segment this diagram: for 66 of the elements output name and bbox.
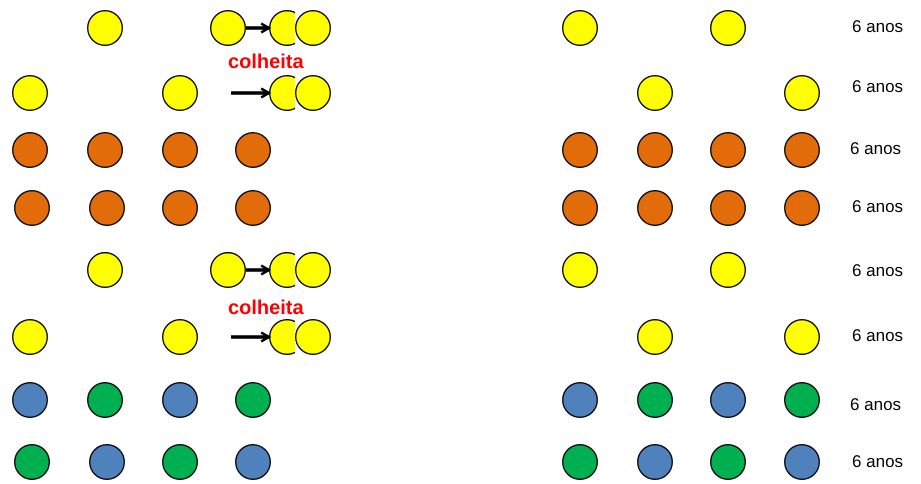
circle-symbol [87, 382, 123, 418]
circle-symbol [162, 190, 198, 226]
circle-symbol [562, 10, 598, 46]
circle-symbol [89, 190, 125, 226]
circle-symbol [162, 132, 198, 168]
circle-symbol [637, 190, 673, 226]
circle-symbol [710, 132, 746, 168]
circle-symbol [295, 252, 331, 288]
age-label: 6 anos [850, 139, 902, 159]
arrow [231, 87, 270, 99]
age-label: 6 anos [852, 197, 904, 217]
arrow [231, 331, 270, 343]
circle-symbol [235, 132, 271, 168]
age-label: 6 anos [852, 326, 904, 346]
circle-symbol [784, 132, 820, 168]
circle-symbol [784, 444, 820, 480]
circle-symbol [235, 190, 271, 226]
circle-symbol [637, 319, 673, 355]
circle-symbol [637, 444, 673, 480]
circle-symbol [784, 190, 820, 226]
circle-symbol [12, 382, 48, 418]
circle-symbol [162, 75, 198, 111]
arrow [246, 264, 270, 276]
circle-symbol [637, 75, 673, 111]
circle-symbol [162, 382, 198, 418]
circle-symbol [562, 190, 598, 226]
circle-symbol [235, 444, 271, 480]
circle-symbol [295, 75, 331, 111]
circle-symbol [87, 132, 123, 168]
circle-symbol [12, 319, 48, 355]
age-label: 6 anos [850, 395, 902, 415]
harvest-label: colheita [228, 51, 304, 74]
circle-symbol [12, 75, 48, 111]
circle-symbol [295, 10, 331, 46]
age-label: 6 anos [852, 261, 904, 281]
circle-symbol [14, 444, 50, 480]
circle-symbol [295, 319, 331, 355]
circle-symbol [710, 10, 746, 46]
circle-symbol [162, 444, 198, 480]
circle-symbol [784, 319, 820, 355]
circle-symbol [562, 382, 598, 418]
circle-symbol [784, 382, 820, 418]
circle-symbol [710, 190, 746, 226]
circle-symbol [562, 444, 598, 480]
circle-symbol [87, 10, 123, 46]
arrow [246, 22, 270, 34]
circle-symbol [12, 132, 48, 168]
circle-symbol [637, 382, 673, 418]
circle-symbol [235, 382, 271, 418]
circle-symbol [14, 190, 50, 226]
circle-symbol [210, 252, 246, 288]
circle-symbol [87, 252, 123, 288]
circle-symbol [710, 444, 746, 480]
circle-symbol [162, 319, 198, 355]
circle-symbol [562, 252, 598, 288]
circle-symbol [710, 252, 746, 288]
harvest-label: colheita [228, 297, 304, 320]
age-label: 6 anos [852, 77, 904, 97]
circle-symbol [784, 75, 820, 111]
circle-symbol [89, 444, 125, 480]
age-label: 6 anos [852, 452, 904, 472]
circle-symbol [210, 10, 246, 46]
circle-symbol [562, 132, 598, 168]
circle-symbol [637, 132, 673, 168]
circle-symbol [710, 382, 746, 418]
age-label: 6 anos [852, 17, 904, 37]
